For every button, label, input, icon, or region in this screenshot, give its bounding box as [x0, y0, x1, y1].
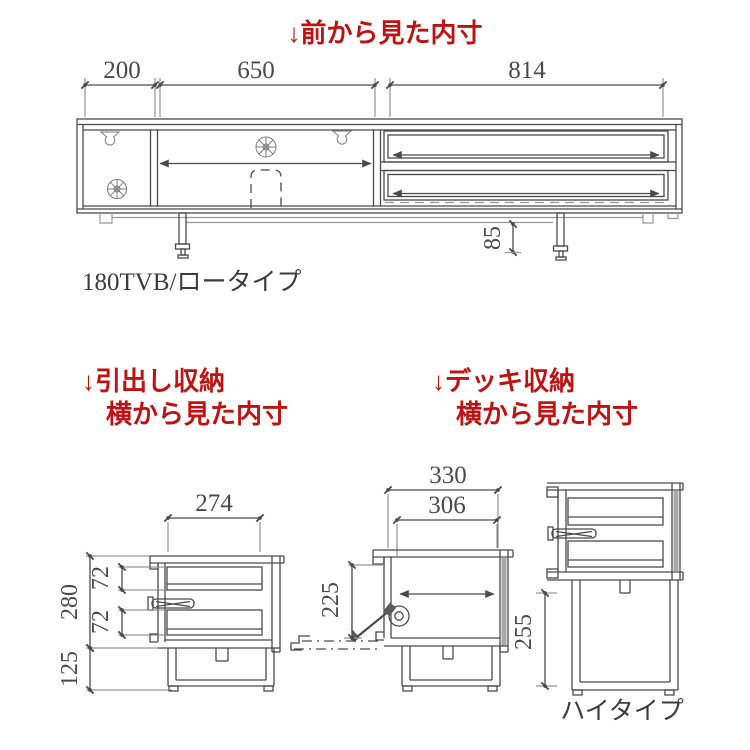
deck-side-diagram: ↓デッキ収納 横から見た内寸 330 306: [290, 366, 638, 692]
dim-drawer-inner-width: 274: [195, 490, 233, 517]
deck-view-title-line1: ↓デッキ収納: [432, 366, 575, 396]
drawer-handle: [147, 596, 195, 611]
screw-hole-icon: [331, 130, 353, 145]
front-view-drawers: [380, 130, 676, 204]
high-type-label: ハイタイプ: [560, 697, 684, 725]
dim-center-section: 650: [237, 57, 275, 84]
drawer-view-title-line1: ↓引出し収納: [82, 366, 225, 396]
low-type-model-label: 180TVB/ロータイプ: [82, 268, 301, 296]
deck-side-stand: [401, 646, 501, 692]
dim-deck-inner-width: 306: [428, 492, 466, 519]
deck-view-title-line2: 横から見た内寸: [456, 399, 638, 429]
drawer-view-title-line2: 横から見た内寸: [106, 399, 288, 429]
drawer-side-diagram: ↓引出し収納 横から見た内寸 274: [57, 366, 288, 695]
drawer-side-cabinet: [147, 555, 285, 653]
high-type-stand-height-dimension: 255: [511, 588, 557, 691]
screw-hole-icon: [99, 131, 121, 146]
dim-stand-inner-height: 255: [511, 614, 537, 650]
dim-deck-inner-height: 225: [318, 582, 344, 618]
front-view-width-dimensions: 200 650 814: [80, 57, 668, 117]
flap-stay-hardware: [350, 602, 410, 642]
drawer-side-height-dimensions: 280 72 72 125: [57, 551, 172, 695]
front-view-cabinet-body: [76, 118, 683, 214]
dim-upper-drawer-height: 72: [88, 566, 114, 590]
dim-right-section: 814: [508, 57, 546, 84]
front-view-base: 85: [99, 212, 679, 261]
tv-bracket-dashed-outline: [250, 169, 282, 208]
dim-left-section: 200: [103, 57, 141, 84]
cable-hole-icon: [107, 179, 127, 199]
dim-lower-drawer-height: 72: [88, 610, 114, 634]
dim-deck-outer-width: 330: [429, 462, 467, 489]
adjustable-leg: [552, 212, 569, 261]
dim-leg-clearance: 85: [480, 226, 506, 250]
high-type-stand: [571, 580, 679, 696]
high-type-diagram: 255 ハイタイプ: [511, 482, 684, 725]
drawer-handle: [547, 526, 597, 541]
deck-inner-height-dimension: 225: [318, 560, 384, 643]
front-view-title: ↓前から見た内寸: [287, 18, 482, 48]
dim-base-height: 125: [57, 651, 83, 687]
deck-side-cabinet: [372, 549, 514, 653]
front-view-diagram: ↓前から見た内寸 200 650 814: [76, 18, 683, 296]
high-type-upper-unit: [546, 482, 684, 581]
adjustable-leg: [174, 212, 191, 259]
open-flap-door: [290, 635, 382, 651]
dim-drawer-inner-height: 280: [57, 584, 83, 620]
drawer-side-stand: [167, 648, 275, 692]
cable-hole-icon: [255, 136, 277, 158]
